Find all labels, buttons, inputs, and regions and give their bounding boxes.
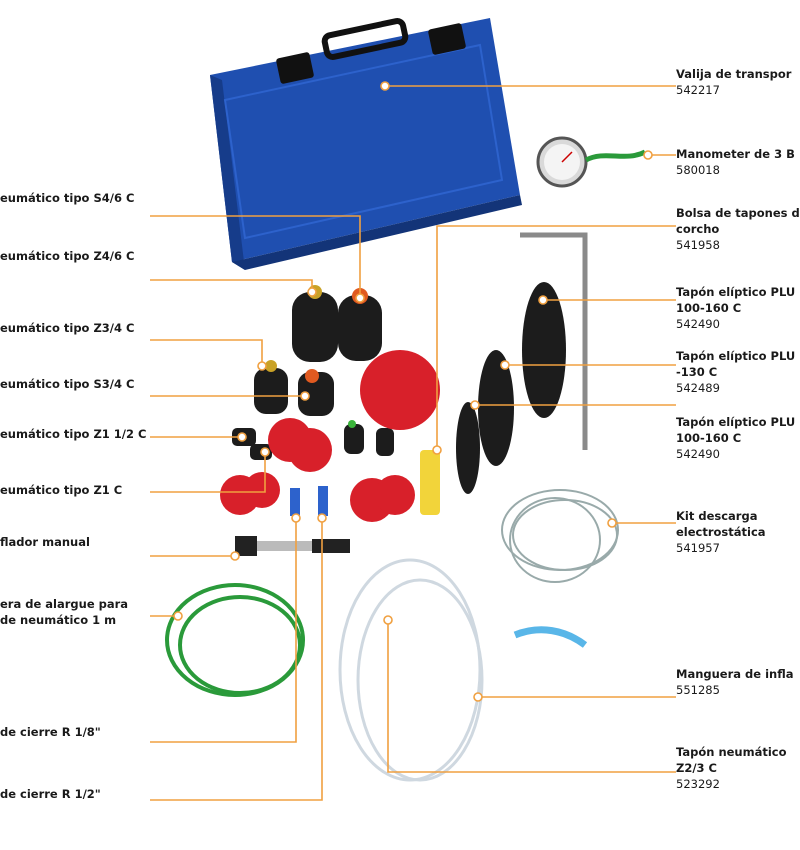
label-title-line: Tapón elíptico PLU: [676, 349, 796, 363]
leader-dot-manguera-alargue: [173, 611, 183, 621]
leader-dot-manometer: [643, 150, 653, 160]
leader-dot-neumatico-s46: [355, 293, 365, 303]
leader-dot-bolsa-tapones: [432, 445, 442, 455]
product-code: 580018: [676, 163, 720, 177]
clear-hose-icon: [338, 558, 484, 782]
label-title-line: de cierre R 1/8": [0, 725, 101, 739]
product-code: 542490: [676, 447, 720, 461]
label-title-line: Z2/3 C: [676, 761, 717, 775]
carrying-case-icon: [210, 18, 522, 270]
leader-dot-valija-transporte: [380, 81, 390, 91]
label-title-line: Manometer de 3 B: [676, 147, 795, 161]
label-title-line: eumático tipo S3/4 C: [0, 377, 135, 391]
label-title-line: eumático tipo S4/6 C: [0, 191, 135, 205]
label-cierre-18: de cierre R 1/8": [0, 724, 101, 740]
leader-dot-tapon-neumatico-z2: [383, 615, 393, 625]
pneumatic-plugs-icon: [232, 285, 394, 460]
leader-line-neumatico-z46: [150, 279, 313, 292]
label-title-line: de cierre R 1/2": [0, 787, 101, 801]
label-neumatico-z46: eumático tipo Z4/6 C: [0, 248, 134, 264]
leader-line-neumatico-z34: [150, 339, 263, 366]
label-title-line: Tapón neumático: [676, 745, 787, 759]
leader-dot-neumatico-s34: [300, 391, 310, 401]
leader-line-cierre-18: [150, 518, 297, 743]
label-title-line: flador manual: [0, 535, 90, 549]
product-code: 542489: [676, 381, 720, 395]
cork-bag-icon: [420, 450, 440, 515]
leader-dot-inflador-manual: [230, 551, 240, 561]
valve-parts-icon: [290, 486, 328, 516]
label-title-line: electrostática: [676, 525, 766, 539]
product-code: 523292: [676, 777, 720, 791]
label-title-line: Kit descarga: [676, 509, 758, 523]
leader-dot-neumatico-z34: [257, 361, 267, 371]
leader-dot-cierre-18: [291, 513, 301, 523]
label-title-line: eumático tipo Z1 C: [0, 483, 123, 497]
label-valija-transporte: Valija de transpor 542217: [676, 66, 791, 98]
leader-dot-tapon-eliptico-1: [538, 295, 548, 305]
leader-line-tapon-neumatico-z2: [387, 620, 676, 773]
leader-dot-cierre-12: [317, 513, 327, 523]
product-code: 542490: [676, 317, 720, 331]
leader-dot-tapon-eliptico-2: [500, 360, 510, 370]
leader-line-neumatico-z1: [150, 452, 266, 493]
label-title-line: Valija de transpor: [676, 67, 792, 81]
label-kit-descarga: Kit descarga electrostática 541957: [676, 508, 766, 556]
label-title-line: de neumático 1 m: [0, 613, 117, 627]
clip-icon: [513, 626, 588, 648]
label-bolsa-tapones: Bolsa de tapones d corcho 541958: [676, 205, 800, 253]
label-title-line: Manguera de infla: [676, 667, 794, 681]
product-code: 551285: [676, 683, 720, 697]
callout-lines: [150, 81, 676, 801]
leader-line-neumatico-s46: [150, 215, 361, 298]
label-title-line: corcho: [676, 222, 720, 236]
label-neumatico-s34: eumático tipo S3/4 C: [0, 376, 134, 392]
label-title-line: eumático tipo Z4/6 C: [0, 249, 135, 263]
label-neumatico-z34: eumático tipo Z3/4 C: [0, 320, 134, 336]
label-title-line: Tapón elíptico PLU: [676, 415, 796, 429]
label-tapon-eliptico-3: Tapón elíptico PLU 100-160 C 542490: [676, 414, 795, 462]
leader-dot-neumatico-z46: [307, 287, 317, 297]
elliptic-plugs-icon: [456, 282, 566, 494]
label-cierre-12: de cierre R 1/2": [0, 786, 101, 802]
leader-dot-manguera-inflado: [473, 692, 483, 702]
label-manometer: Manometer de 3 B 580018: [676, 146, 795, 178]
leader-line-cierre-12: [150, 518, 323, 801]
label-tapon-eliptico-1: Tapón elíptico PLU 100-160 C 542490: [676, 284, 795, 332]
label-neumatico-z1: eumático tipo Z1 C: [0, 482, 122, 498]
hand-pump-icon: [235, 536, 350, 556]
product-code: 542217: [676, 83, 720, 97]
label-manguera-inflado: Manguera de infla 551285: [676, 666, 794, 698]
product-code: 541957: [676, 541, 720, 555]
product-code: 541958: [676, 238, 720, 252]
label-manguera-alargue: era de alargue para de neumático 1 m: [0, 596, 128, 628]
leader-dot-neumatico-z1: [260, 447, 270, 457]
discharge-cable-icon: [501, 489, 619, 583]
label-title-line: -130 C: [676, 365, 718, 379]
label-title-line: 100-160 C: [676, 301, 742, 315]
leader-dot-tapon-eliptico-3: [470, 400, 480, 410]
label-neumatico-s46: eumático tipo S4/6 C: [0, 190, 134, 206]
label-inflador-manual: flador manual: [0, 534, 90, 550]
label-title-line: Tapón elíptico PLU: [676, 285, 796, 299]
label-title-line: 100-160 C: [676, 431, 742, 445]
manometer-icon: [536, 136, 647, 188]
leader-dot-kit-descarga: [607, 518, 617, 528]
leader-dot-neumatico-z112: [237, 432, 247, 442]
label-title-line: era de alargue para: [0, 597, 129, 611]
label-neumatico-z112: eumático tipo Z1 1/2 C: [0, 426, 146, 442]
green-hose-icon: [165, 583, 305, 697]
label-tapon-eliptico-2: Tapón elíptico PLU -130 C 542489: [676, 348, 795, 396]
leader-line-bolsa-tapones: [436, 225, 676, 450]
red-tags-icon: [220, 350, 440, 522]
hex-key-icon: [520, 232, 588, 450]
label-title-line: Bolsa de tapones d: [676, 206, 800, 220]
label-title-line: eumático tipo Z3/4 C: [0, 321, 135, 335]
label-title-line: eumático tipo Z1 1/2 C: [0, 427, 147, 441]
